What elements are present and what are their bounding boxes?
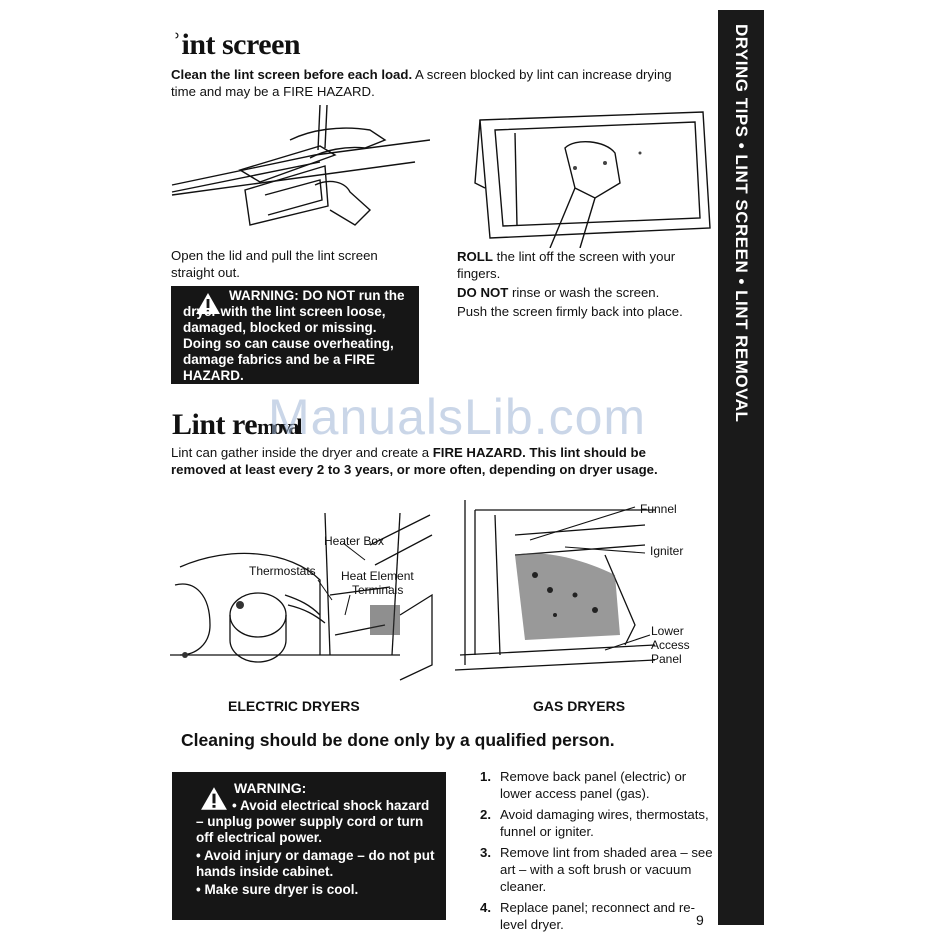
watermark: ManualsLib.com xyxy=(268,389,647,445)
lint-screen-warning-box: WARNING: DO NOT run the dryer with the l… xyxy=(171,286,419,384)
open-lid-caption: Open the lid and pull the lint screen st… xyxy=(171,248,378,280)
warning-line-1: • Avoid electrical shock hazard – unplug… xyxy=(196,798,430,845)
roll-instructions: ROLL the lint off the screen with your f… xyxy=(457,248,719,320)
step-3: 3.Remove lint from shaded area – see art… xyxy=(480,845,713,894)
label-funnel: Funnel xyxy=(640,502,677,516)
label-heater-box: Heater Box xyxy=(324,534,385,548)
donot-rest: rinse or wash the screen. xyxy=(508,285,660,300)
page-number: 9 xyxy=(696,912,704,928)
steps-list: 1.Remove back panel (electric) or lower … xyxy=(480,768,718,937)
section-side-tab: DRYING TIPS • LINT SCREEN • LINT REMOVAL xyxy=(718,10,764,925)
label-heat-element: Heat Element xyxy=(341,569,414,583)
lint-screen-intro-bold: Clean the lint screen before each load. xyxy=(171,67,413,82)
step-1: 1.Remove back panel (electric) or lower … xyxy=(480,769,687,801)
lint-screen-title: ʾint screen xyxy=(172,28,301,61)
caption-gas-dryers: GAS DRYERS xyxy=(533,698,626,714)
lint-removal-title-text: Lint re xyxy=(172,408,258,441)
lint-removal-intro-rest: Lint can gather inside the dryer and cre… xyxy=(171,445,433,460)
lint-removal-intro-bold: FIRE HAZARD. This lint should be removed… xyxy=(171,445,658,477)
lint-screen-warning-text: WARNING: DO NOT run the dryer with the l… xyxy=(183,288,405,383)
step-4: 4.Replace panel; reconnect and re-level … xyxy=(480,900,696,932)
qualified-person-notice: Cleaning should be done only by a qualif… xyxy=(181,730,615,750)
label-igniter: Igniter xyxy=(650,544,684,558)
warning-triangle-icon xyxy=(196,293,220,314)
electric-dryer-illustration xyxy=(170,512,433,681)
gas-dryer-illustration xyxy=(455,500,656,671)
caption-electric-dryers: ELECTRIC DRYERS xyxy=(228,698,360,714)
step-2: 2.Avoid damaging wires, thermostats, fun… xyxy=(480,807,709,839)
side-tab-text: DRYING TIPS • LINT SCREEN • LINT REMOVAL xyxy=(732,24,751,423)
lint-removal-intro: Lint can gather inside the dryer and cre… xyxy=(171,444,691,478)
label-panel: Panel xyxy=(651,652,682,666)
lint-removal-title: Lint removal xyxy=(172,408,303,442)
label-access: Access xyxy=(651,638,690,652)
roll-lint-illustration xyxy=(474,111,711,248)
lint-screen-intro-rest: A screen blocked by lint can increase dr… xyxy=(171,67,672,99)
push-back: Push the screen firmly back into place. xyxy=(457,304,683,319)
pull-lint-screen-illustration xyxy=(171,104,430,226)
warning-list: • Avoid electrical shock hazard – unplug… xyxy=(196,798,440,898)
warning-title: WARNING: xyxy=(234,780,307,796)
label-lower: Lower xyxy=(651,624,684,638)
label-thermostats: Thermostats xyxy=(249,564,316,578)
lint-screen-intro: Clean the lint screen before each load. … xyxy=(171,66,691,100)
roll-bold: ROLL xyxy=(457,249,493,264)
roll-rest: the lint off the screen with your finger… xyxy=(457,249,676,281)
label-terminals: Terminals xyxy=(352,583,404,597)
warning-line-3: • Make sure dryer is cool. xyxy=(196,882,359,897)
donot-bold: DO NOT xyxy=(457,285,509,300)
warning-triangle-icon xyxy=(201,787,227,810)
lint-removal-title-smudge: moval xyxy=(257,414,302,439)
lint-removal-warning-box: WARNING: • Avoid electrical shock hazard… xyxy=(172,772,446,920)
warning-line-2: • Avoid injury or damage – do not put ha… xyxy=(196,848,435,879)
